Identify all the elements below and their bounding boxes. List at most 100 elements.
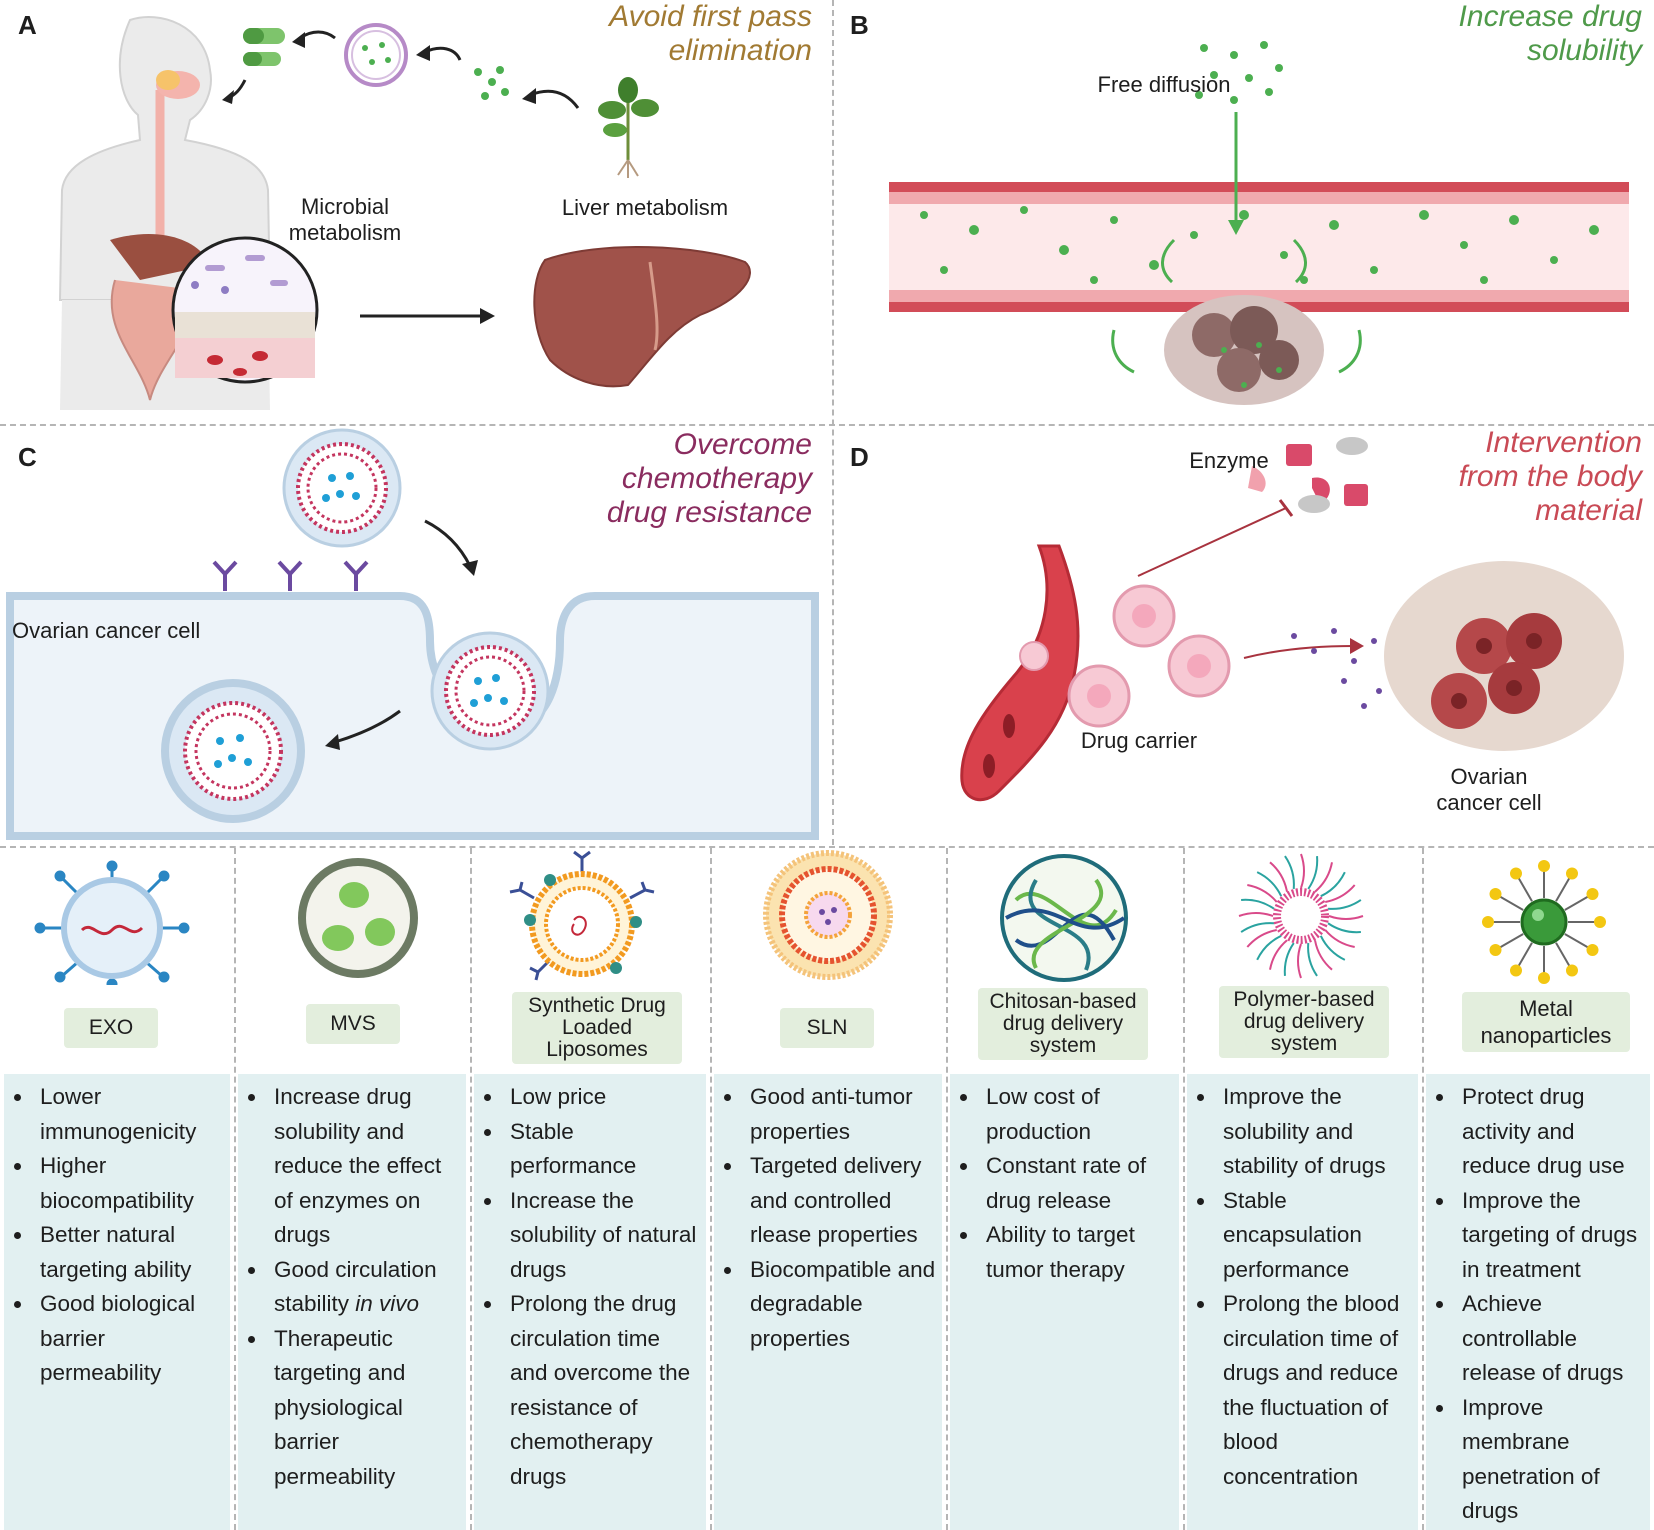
enzyme-shapes-icon — [1248, 437, 1368, 513]
carrier-properties-chitosan: Low cost of production Constant rate of … — [950, 1074, 1179, 1530]
panel-c: C Overcome chemotherapy drug resistance … — [0, 426, 830, 844]
carrier-property: Stable encapsulation performance — [1217, 1184, 1412, 1288]
liposome-icon — [509, 850, 655, 981]
polymer-chain — [1256, 871, 1283, 897]
plant-icon — [598, 77, 659, 178]
gold-ligand-bead — [1586, 888, 1599, 900]
ovarian-cancer-cell-label-c: Ovarian cancer cell — [12, 618, 201, 643]
panel-a: A Avoid first pass elimination Microbial… — [0, 0, 830, 422]
vesicle-icon — [344, 23, 408, 87]
carrier-property: Good circulation stability in vivo — [268, 1253, 460, 1322]
carrier-label-exo: EXO — [64, 1008, 158, 1048]
polymer-chain — [1284, 855, 1295, 890]
polymer-chain — [1241, 898, 1275, 910]
gold-ligand-bead — [1510, 964, 1522, 977]
polymer-chain — [1314, 862, 1333, 893]
polymer-chain — [1247, 884, 1278, 903]
panel-d-title-line3: material — [1535, 494, 1642, 527]
panel-d-title-line1: Intervention — [1485, 426, 1642, 459]
panel-a-title-line1: Avoid first pass — [609, 0, 812, 33]
carrier-property: Improve the solubility and stability of … — [1217, 1080, 1412, 1184]
carrier-property: Prolong the drug circulation time and ov… — [504, 1287, 700, 1494]
liposome-internalized-icon — [161, 679, 305, 823]
carrier-column-polymer: Polymer-based drug delivery system Impro… — [1183, 850, 1422, 1530]
gold-ligand-bead — [1566, 964, 1578, 977]
polymer-chain — [1300, 853, 1305, 889]
blood-vessel-curved-icon — [960, 544, 1080, 802]
carrier-column-sln: SLN Good anti-tumor properties Targeted … — [710, 850, 946, 1530]
antibody-receptor-icons — [212, 560, 369, 591]
polymer-micelle-icon — [1238, 853, 1364, 979]
panel-b-letter: B — [850, 10, 869, 40]
polymer-chain — [1324, 929, 1355, 948]
panel-c-letter: C — [18, 442, 37, 472]
ligand-arms — [1482, 860, 1606, 984]
carrier-list-polymer: Improve the solubility and stability of … — [1187, 1074, 1418, 1494]
carrier-column-liposomes: Synthetic Drug Loaded Liposomes Low pric… — [470, 850, 710, 1530]
ovarian-tumor-icon — [1384, 561, 1624, 751]
gold-ligand-bead — [1538, 860, 1550, 872]
panel-d-letter: D — [850, 442, 869, 472]
divider-horizontal-bottom — [0, 846, 1654, 848]
tumor-cluster-icon — [1164, 295, 1324, 405]
carrier-label-sln: SLN — [780, 1008, 874, 1048]
blood-vessel-icon — [889, 182, 1629, 312]
gold-ligand-bead — [1489, 888, 1502, 900]
cancer-line1: Ovarian — [1450, 764, 1528, 789]
solid-lipid-nanoparticle-icon — [763, 850, 893, 980]
polymer-chain — [1319, 935, 1346, 961]
enzyme-label: Enzyme — [1189, 448, 1269, 473]
carrier-property: Good biological barrier permeability — [34, 1287, 224, 1391]
panel-a-letter: A — [18, 10, 37, 40]
panel-d-title: Intervention from the body material — [1459, 426, 1642, 528]
cancer-line2: cancer cell — [1436, 790, 1542, 815]
divider-horizontal-mid — [0, 424, 1654, 426]
microbial-line2: metabolism — [288, 220, 402, 245]
carrier-property: Achieve controllable release of drugs — [1456, 1287, 1644, 1391]
polymer-chains — [1238, 853, 1364, 979]
polymer-chain — [1240, 922, 1275, 933]
panel-c-title: Overcome chemotherapy drug resistance — [607, 428, 812, 530]
carrier-properties-liposomes: Low price Stable performance Increase th… — [474, 1074, 706, 1530]
carrier-property: Biocompatible and degradable properties — [744, 1253, 936, 1357]
polymer-chain — [1256, 934, 1282, 961]
carrier-property: Protect drug activity and reduce drug us… — [1456, 1080, 1644, 1184]
carrier-list-exo: Lower immunogenicity Higher biocompatibi… — [4, 1074, 230, 1391]
panel-b: B Increase drug solubility Free diffusio… — [834, 0, 1654, 422]
polymer-chain — [1246, 929, 1277, 948]
carrier-list-liposomes: Low price Stable performance Increase th… — [474, 1074, 706, 1494]
drug-molecule-dots — [474, 66, 509, 100]
carrier-column-exo: EXO Lower immunogenicity Higher biocompa… — [0, 850, 234, 1530]
carrier-label-metal: Metal nanoparticles — [1462, 992, 1630, 1052]
polymer-chain — [1307, 856, 1319, 890]
carrier-property: Ability to target tumor therapy — [980, 1218, 1173, 1287]
carrier-property: Low price — [504, 1080, 700, 1115]
polymer-chain — [1327, 899, 1362, 910]
panel-b-title-line1: Increase drug — [1458, 0, 1642, 33]
carrier-property: Higher biocompatibility — [34, 1149, 224, 1218]
microbial-line1: Microbial — [300, 194, 390, 219]
microbial-metabolism-label: Microbial metabolism — [270, 194, 420, 246]
col-divider-3 — [710, 848, 712, 1530]
gut-microbiome-zoom-icon — [171, 236, 319, 384]
polymer-chain — [1328, 915, 1364, 920]
carrier-list-sln: Good anti-tumor properties Targeted deli… — [714, 1074, 942, 1356]
polymer-chain — [1297, 943, 1302, 979]
col-divider-1 — [234, 848, 236, 1530]
gold-ligand-bead — [1594, 916, 1606, 928]
carrier-property: Stable performance — [504, 1115, 700, 1184]
drug-molecule-dots-vessel — [920, 206, 1599, 284]
panel-b-title: Increase drug solubility — [1459, 0, 1642, 68]
liposome-outside-icon — [282, 428, 402, 548]
panel-a-title: Avoid first pass elimination — [609, 0, 812, 68]
carrier-property: Better natural targeting ability — [34, 1218, 224, 1287]
polymer-chain — [1283, 942, 1295, 976]
panel-d-illustration — [960, 437, 1624, 802]
microvesicle-icon — [298, 858, 418, 978]
gold-ligand-bead — [1586, 944, 1599, 956]
carrier-property: Good anti-tumor properties — [744, 1080, 936, 1149]
col-divider-2 — [470, 848, 472, 1530]
carrier-list-metal: Protect drug activity and reduce drug us… — [1426, 1074, 1650, 1529]
carrier-property: Improve membrane penetration of drugs — [1456, 1391, 1644, 1529]
carrier-property: Improve the targeting of drugs in treatm… — [1456, 1184, 1644, 1288]
